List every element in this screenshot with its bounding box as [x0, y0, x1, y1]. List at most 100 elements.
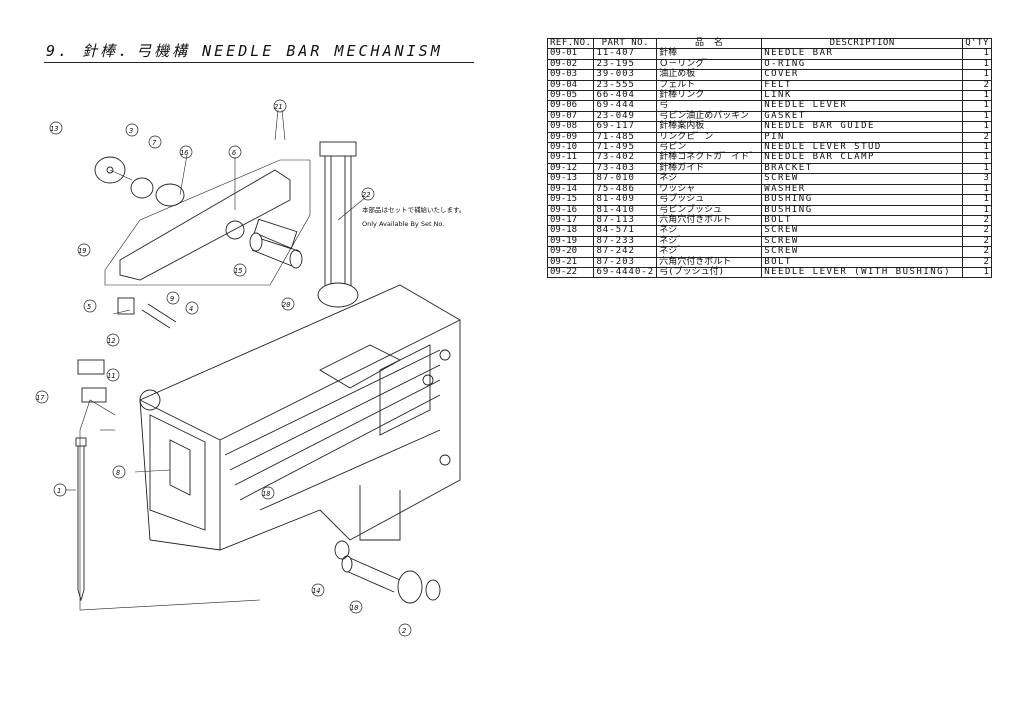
title-rule	[44, 62, 474, 63]
cell-qty: 1	[962, 142, 992, 154]
cell-part-no: 81-409	[593, 194, 658, 206]
callout-19: 19	[78, 247, 86, 255]
cell-qty: 1	[962, 204, 992, 216]
cell-qty: 1	[962, 183, 992, 196]
cell-description: SCREW	[761, 173, 964, 185]
cell-description: SCREW	[761, 246, 964, 258]
set-note-jp: 本部品はセットで補給いたします。	[362, 205, 465, 214]
header-description: DESCRIPTION	[761, 37, 964, 50]
header-qty: Q'TY	[962, 37, 992, 50]
cell-qty: 2	[962, 131, 992, 144]
cell-description: BOLT	[761, 256, 964, 268]
cell-qty: 2	[962, 235, 992, 248]
cell-qty: 2	[962, 246, 992, 258]
cell-jp-name: 針棒コネクトガ゛イド゛	[656, 152, 763, 164]
cell-jp-name: 六角穴付きボルト	[656, 256, 763, 268]
cell-part-no: 73-403	[593, 162, 658, 175]
cell-description: BUSHING	[761, 204, 964, 216]
header-part-no: PART NO.	[593, 37, 658, 50]
cell-ref-no: 09-08	[546, 121, 595, 133]
cell-ref-no: 09-01	[546, 48, 595, 60]
cell-part-no: 23-555	[593, 79, 658, 92]
cell-description: NEEDLE BAR GUIDE	[761, 121, 964, 133]
cell-part-no: 23-049	[593, 110, 658, 123]
cell-jp-name: 弓(ブッシュ付)	[656, 266, 763, 279]
cell-part-no: 87-203	[593, 256, 658, 268]
cell-description: BOLT	[761, 214, 964, 227]
cell-description: SCREW	[761, 235, 964, 248]
cell-ref-no: 09-11	[546, 152, 595, 164]
cell-description: WASHER	[761, 183, 964, 196]
cell-qty: 2	[962, 79, 992, 92]
callout-5: 5	[87, 303, 91, 311]
callout-13: 13	[50, 125, 58, 133]
cell-qty: 1	[962, 58, 992, 71]
cell-qty: 1	[962, 48, 992, 60]
leader-lines	[65, 109, 367, 611]
cell-description: NEEDLE LEVER STUD	[761, 142, 964, 154]
set-note-en: Only Available By Set No.	[362, 220, 444, 228]
cell-ref-no: 09-14	[546, 183, 595, 196]
callout-11: 11	[107, 372, 115, 380]
needle-bar	[75, 437, 87, 602]
cell-part-no: 81-410	[593, 204, 658, 216]
cell-jp-name: フェルト	[656, 79, 763, 92]
cell-ref-no: 09-09	[546, 131, 595, 144]
cell-description: FELT	[761, 79, 964, 92]
cell-description: BUSHING	[761, 194, 964, 206]
cell-ref-no: 09-05	[546, 90, 595, 102]
callout-22: 22	[362, 191, 370, 199]
cell-ref-no: 09-16	[546, 204, 595, 216]
callout-10: 10	[350, 604, 358, 612]
callout-1: 1	[57, 487, 61, 495]
cell-jp-name: 弓	[656, 100, 763, 112]
cell-qty: 1	[962, 69, 992, 81]
callout-2: 2	[402, 627, 406, 635]
page-title: 9. 針棒．弓機構 NEEDLE BAR MECHANISM	[46, 42, 443, 60]
cell-jp-name: ネジ	[656, 173, 763, 185]
cell-ref-no: 09-17	[546, 214, 595, 227]
cell-description: BRACKET	[761, 162, 964, 175]
callout-21: 21	[274, 103, 282, 111]
cell-qty: 1	[962, 162, 992, 175]
cell-ref-no: 09-03	[546, 69, 595, 81]
cell-part-no: 39-003	[593, 69, 658, 81]
cell-part-no: 71-485	[593, 131, 658, 144]
cell-ref-no: 09-06	[546, 100, 595, 112]
cell-part-no: 87-113	[593, 214, 658, 227]
callouts: 1 2 3 4 5 6 7 8 9 10 11 12 13 14 15 16 1…	[35, 99, 412, 637]
bushing	[249, 232, 303, 269]
cell-part-no: 87-010	[593, 173, 658, 185]
cell-description: SCREW	[761, 225, 964, 237]
cell-description: LINK	[761, 90, 964, 102]
cell-part-no: 71-495	[593, 142, 658, 154]
callout-4: 4	[189, 305, 193, 313]
cell-jp-name: ネジ゛	[656, 246, 763, 258]
cell-description: PIN	[761, 131, 964, 144]
cell-qty: 1	[962, 121, 992, 133]
cell-description: NEEDLE LEVER	[761, 100, 964, 112]
cell-ref-no: 09-22	[546, 266, 595, 279]
cell-ref-no: 09-21	[546, 256, 595, 268]
cell-part-no: 23-195	[593, 58, 658, 71]
cell-qty: 2	[962, 256, 992, 268]
needle-lever-assembly	[104, 159, 311, 286]
table-header-row: REF.NO. PART NO. 品 名 DESCRIPTION Q'TY	[546, 37, 992, 50]
callout-14: 14	[312, 587, 320, 595]
cell-jp-name: 針棒	[656, 48, 763, 60]
